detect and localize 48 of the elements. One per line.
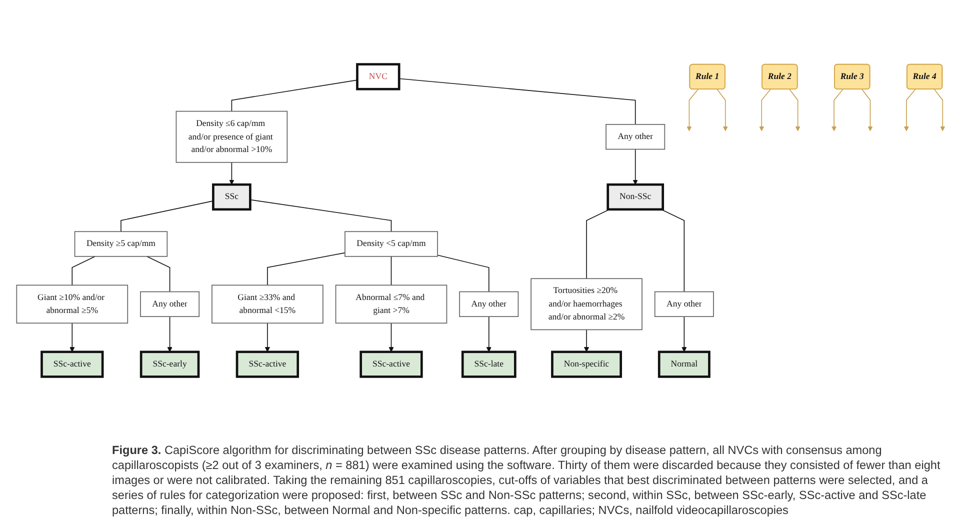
arrow (686, 88, 698, 132)
node-box: Abnormal ≤7% and giant >7% (335, 284, 448, 324)
connector (231, 80, 358, 112)
arrow (904, 88, 916, 132)
connector (398, 78, 636, 125)
node-box: Density ≥5 cap/mm (74, 231, 168, 257)
arrow (264, 322, 270, 352)
node-box: Giant ≥33% and abnormal <15% (212, 284, 324, 324)
connector (250, 199, 392, 232)
arrow (584, 329, 590, 352)
arrow (682, 316, 687, 352)
node-box: Density ≤6 cap/mm and/or presence of giant and/or abnormal >10% (176, 110, 288, 163)
connector (586, 209, 610, 280)
arrow (229, 162, 234, 185)
arrow (934, 88, 946, 132)
node-box: SSc-late (461, 350, 516, 378)
node-box: NVC (356, 63, 400, 90)
arrow (716, 88, 728, 132)
node-box: SSc-early (140, 350, 200, 378)
node-box: SSc-active (236, 350, 300, 378)
node-box: Giant ≥10% and/or abnormal ≥5% (16, 284, 128, 324)
node-box: Any other (606, 124, 666, 150)
arrow (167, 316, 172, 352)
node-box: Any other (459, 291, 519, 317)
node-box: Normal (658, 350, 710, 378)
arrow (831, 88, 844, 132)
node-box: SSc-active (40, 350, 104, 378)
connector (120, 200, 214, 232)
node-box: SSc (212, 183, 252, 211)
node-box: SSc-active (360, 350, 423, 378)
arrow (486, 316, 492, 352)
arrow (862, 88, 873, 132)
figure-caption: Figure 3. CapiScore algorithm for discriminating between SSc disease patterns. After grouping by disease pattern, all NVCs with consensus among capillaroscopists (≥2 out of 3 examiners, n = 881) were examined using the software. Thirty of them were discarded because they consisted of fewer than eight images or were not calibrated. Taking the remaining 851 capillaroscopies, cut-offs of variables that best discriminated between patterns were selected, and a series of rules for categorization were proposed: first, between SSc and Non-SSc patterns; second, within SSc, between SSc-early, SSc-active and SSc-late patterns; finally, within Non-SSc, between Normal and Non-specific patterns. cap, capillaries; NVCs, nailfold videocapillaroscopies (112, 443, 941, 518)
node-box: Tortuosities ≥20% and/or haemorrhages and/or abnormal ≥2% (530, 278, 642, 330)
node-box: Density <5 cap/mm (344, 231, 438, 257)
arrow (388, 322, 394, 352)
node-box: Non-specific (551, 350, 622, 378)
arrow (70, 322, 75, 352)
connector (390, 256, 392, 286)
connector (267, 252, 346, 286)
node-box: Non-SSc (606, 183, 664, 211)
node-box: Any other (140, 291, 200, 317)
arrow (789, 88, 800, 132)
connector (437, 254, 490, 292)
arrow (759, 88, 771, 132)
arrow (632, 148, 638, 185)
connector (660, 209, 685, 292)
node-box: Any other (654, 291, 714, 317)
